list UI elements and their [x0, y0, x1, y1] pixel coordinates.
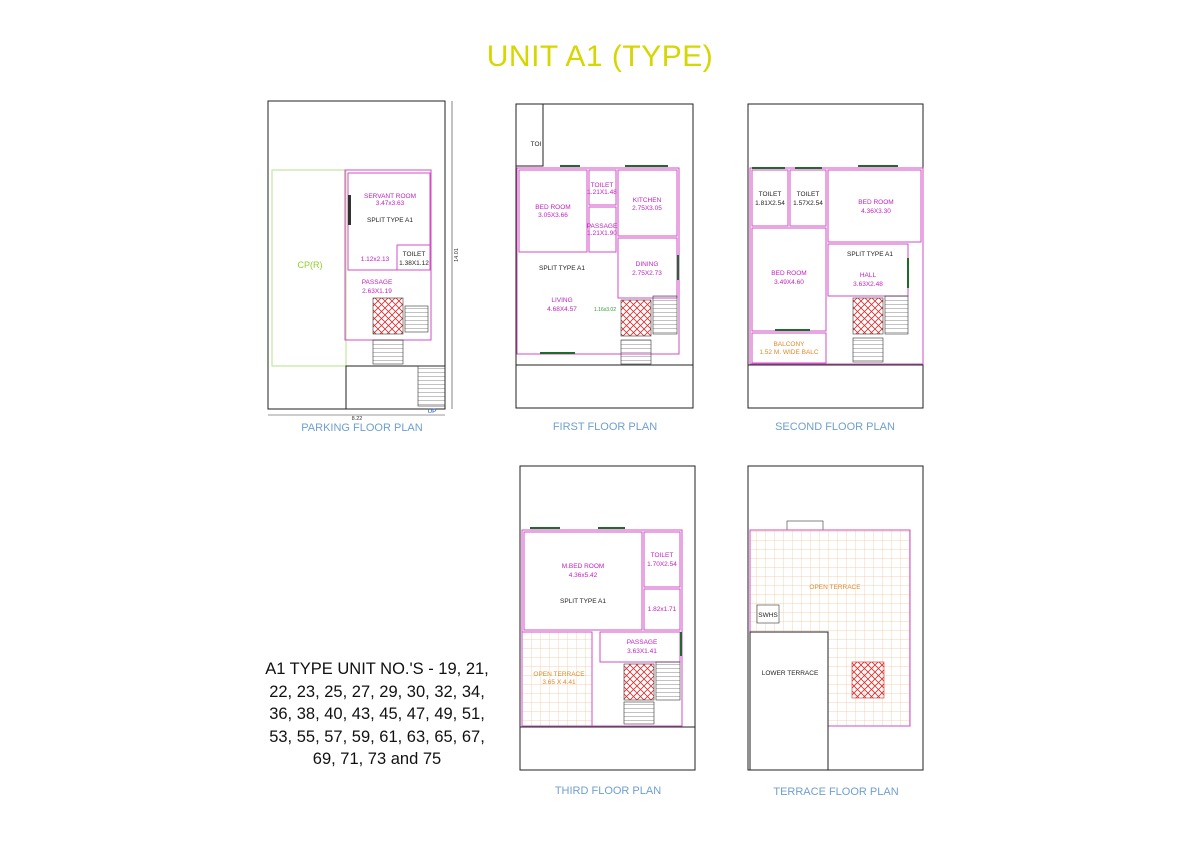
first-passage-label: PASSAGE [587, 223, 618, 230]
first-passage-size: 1.21X1.90 [587, 230, 617, 237]
second-bedroom1-label: BED ROOM [858, 199, 893, 206]
second-toilet2-label: TOILET [797, 191, 820, 198]
swhs-label: SWHS [758, 612, 778, 619]
kitchen-label: KITCHEN [633, 197, 662, 204]
dining-size: 2.75X2.73 [632, 270, 662, 277]
second-toilet2-size: 1.57X2.54 [793, 200, 823, 207]
first-floor-plan-caption: FIRST FLOOR PLAN [552, 421, 658, 433]
first-bedroom-label: BED ROOM [535, 204, 570, 211]
third-passage-label: PASSAGE [627, 639, 658, 646]
balcony-label: BALCONY [773, 341, 805, 348]
second-toilet1-size: 1.81X2.54 [755, 200, 785, 207]
first-toilet-label: TOILET [591, 182, 614, 189]
first-toilet-size: 1.21X1.48 [587, 189, 617, 196]
units-note: A1 TYPE UNIT NO.'S - 19, 21, 22, 23, 25,… [265, 660, 489, 768]
second-bedroom2-size: 3.49X4.60 [774, 279, 804, 286]
first-small-dim: 1.16x3.02 [594, 307, 616, 313]
second-toilet1-label: TOILET [759, 191, 782, 198]
width-dimension: 8.22 [352, 416, 363, 422]
second-bedroom2-label: BED ROOM [771, 270, 806, 277]
third-open-terrace [521, 631, 593, 727]
second-floor-plan-caption: SECOND FLOOR PLAN [775, 421, 895, 433]
parking-floor-plan-caption: PARKING FLOOR PLAN [301, 422, 423, 434]
kitchen-size: 2.75X3.05 [632, 205, 662, 212]
servant-room-label: SERVANT ROOM [364, 193, 416, 200]
terrace-floor-plan-caption: TERRACE FLOOR PLAN [773, 786, 899, 798]
second-floor-plan: TOILET 1.81X2.54 TOILET 1.57X2.54 BED RO… [747, 103, 924, 409]
passage-label: PASSAGE [362, 279, 393, 286]
living-label: LIVING [551, 297, 572, 304]
page-title: UNIT A1 (TYPE) [486, 40, 714, 73]
third-split-type: SPLIT TYPE A1 [560, 598, 606, 605]
lower-terrace-label: LOWER TERRACE [762, 670, 819, 677]
passage-size: 2.63X1.19 [362, 288, 392, 295]
third-floor-plan: M.BED ROOM 4.36x5.42 SPLIT TYPE A1 TOILE… [519, 465, 696, 771]
hall-label: HALL [860, 272, 877, 279]
living-size: 4.68X4.57 [547, 306, 577, 313]
stair-well [372, 297, 404, 335]
hall-size: 3.63X2.48 [853, 281, 883, 288]
toilet-label: TOILET [403, 251, 426, 258]
split-type-label: SPLIT TYPE A1 [367, 217, 413, 224]
dining-label: DINING [636, 261, 659, 268]
first-floor-plan: TOI BED ROOM 3.05X3.66 TOILET 1.21X1.48 … [515, 103, 694, 409]
toi-label: TOI [531, 141, 542, 148]
up-label: UP [427, 408, 436, 415]
third-open-terrace-size: 3.65 X 4.41 [542, 679, 576, 686]
first-bedroom-size: 3.05X3.66 [538, 212, 568, 219]
first-split-type: SPLIT TYPE A1 [539, 265, 585, 272]
parking-floor-plan: CP(R) SERVANT ROOM 3.47x3.63 SPLIT TYPE … [267, 100, 460, 422]
third-floor-plan-caption: THIRD FLOOR PLAN [554, 785, 662, 797]
second-bedroom1-size: 4.36X3.30 [861, 208, 891, 215]
depth-dimension: 14.01 [454, 248, 460, 262]
third-open-terrace-label: OPEN TERRACE [533, 671, 585, 678]
car-parking-area [271, 169, 347, 367]
lower-terrace-area [749, 631, 829, 771]
balcony-size: 1.52 M. WIDE BALC [759, 349, 819, 356]
car-parking-label: CP(R) [298, 260, 323, 270]
master-bed-size: 4.36x5.42 [569, 572, 598, 579]
master-bed-label: M.BED ROOM [562, 563, 605, 570]
terrace-floor-plan: OPEN TERRACE SWHS LOWER TERRACE [747, 465, 924, 771]
third-toilet-size: 1.70X2.54 [647, 561, 677, 568]
small-room-dim: 1.12x2.13 [361, 256, 390, 263]
toilet-size: 1.38X1.12 [399, 260, 429, 267]
second-split-type: SPLIT TYPE A1 [847, 251, 893, 258]
terrace-open-label: OPEN TERRACE [809, 584, 861, 591]
third-toilet-label: TOILET [651, 552, 674, 559]
servant-room-size: 3.47x3.63 [376, 200, 405, 207]
third-passage-size: 3.63X1.41 [627, 648, 657, 655]
third-small-dim: 1.82x1.71 [648, 606, 677, 613]
